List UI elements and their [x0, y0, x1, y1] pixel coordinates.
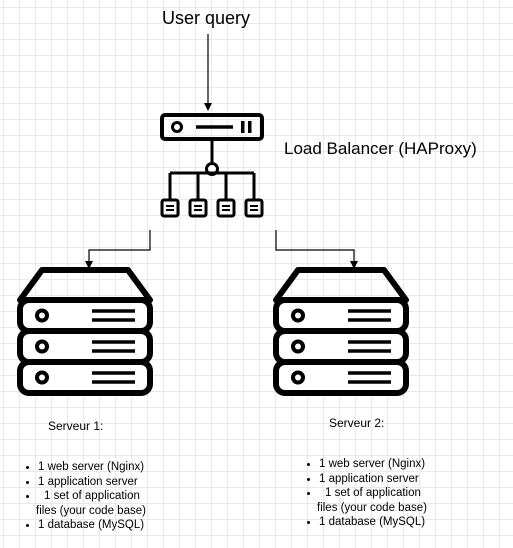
server-1-icon	[17, 267, 153, 396]
load-balancer-label: Load Balancer (HAProxy)	[284, 139, 477, 158]
server-2-icon	[273, 267, 409, 396]
list-item: files (your code base)	[317, 501, 427, 514]
server-2-component-list: 1 web server (Nginx) 1 application serve…	[305, 457, 427, 530]
connector-arrow-server-1	[85, 230, 151, 269]
list-item: files (your code base)	[36, 504, 146, 517]
list-item: 1 web server (Nginx)	[24, 460, 146, 475]
connector-arrow-server-2	[275, 230, 358, 269]
list-item: 1 database (MySQL)	[305, 515, 427, 530]
user-query-title: User query	[162, 8, 251, 28]
server-2-label: Serveur 2:	[329, 416, 385, 430]
list-item: 1 application server	[24, 475, 146, 490]
list-item: 1 database (MySQL)	[24, 518, 146, 533]
load-balancer-icon	[160, 113, 264, 218]
list-item: 1 set of application	[24, 489, 146, 504]
list-item: 1 application server	[305, 472, 427, 487]
list-item: 1 set of application	[305, 486, 427, 501]
server-1-component-list: 1 web server (Nginx) 1 application serve…	[24, 460, 146, 533]
server-1-label: Serveur 1:	[48, 419, 104, 433]
list-item: 1 web server (Nginx)	[305, 457, 427, 472]
